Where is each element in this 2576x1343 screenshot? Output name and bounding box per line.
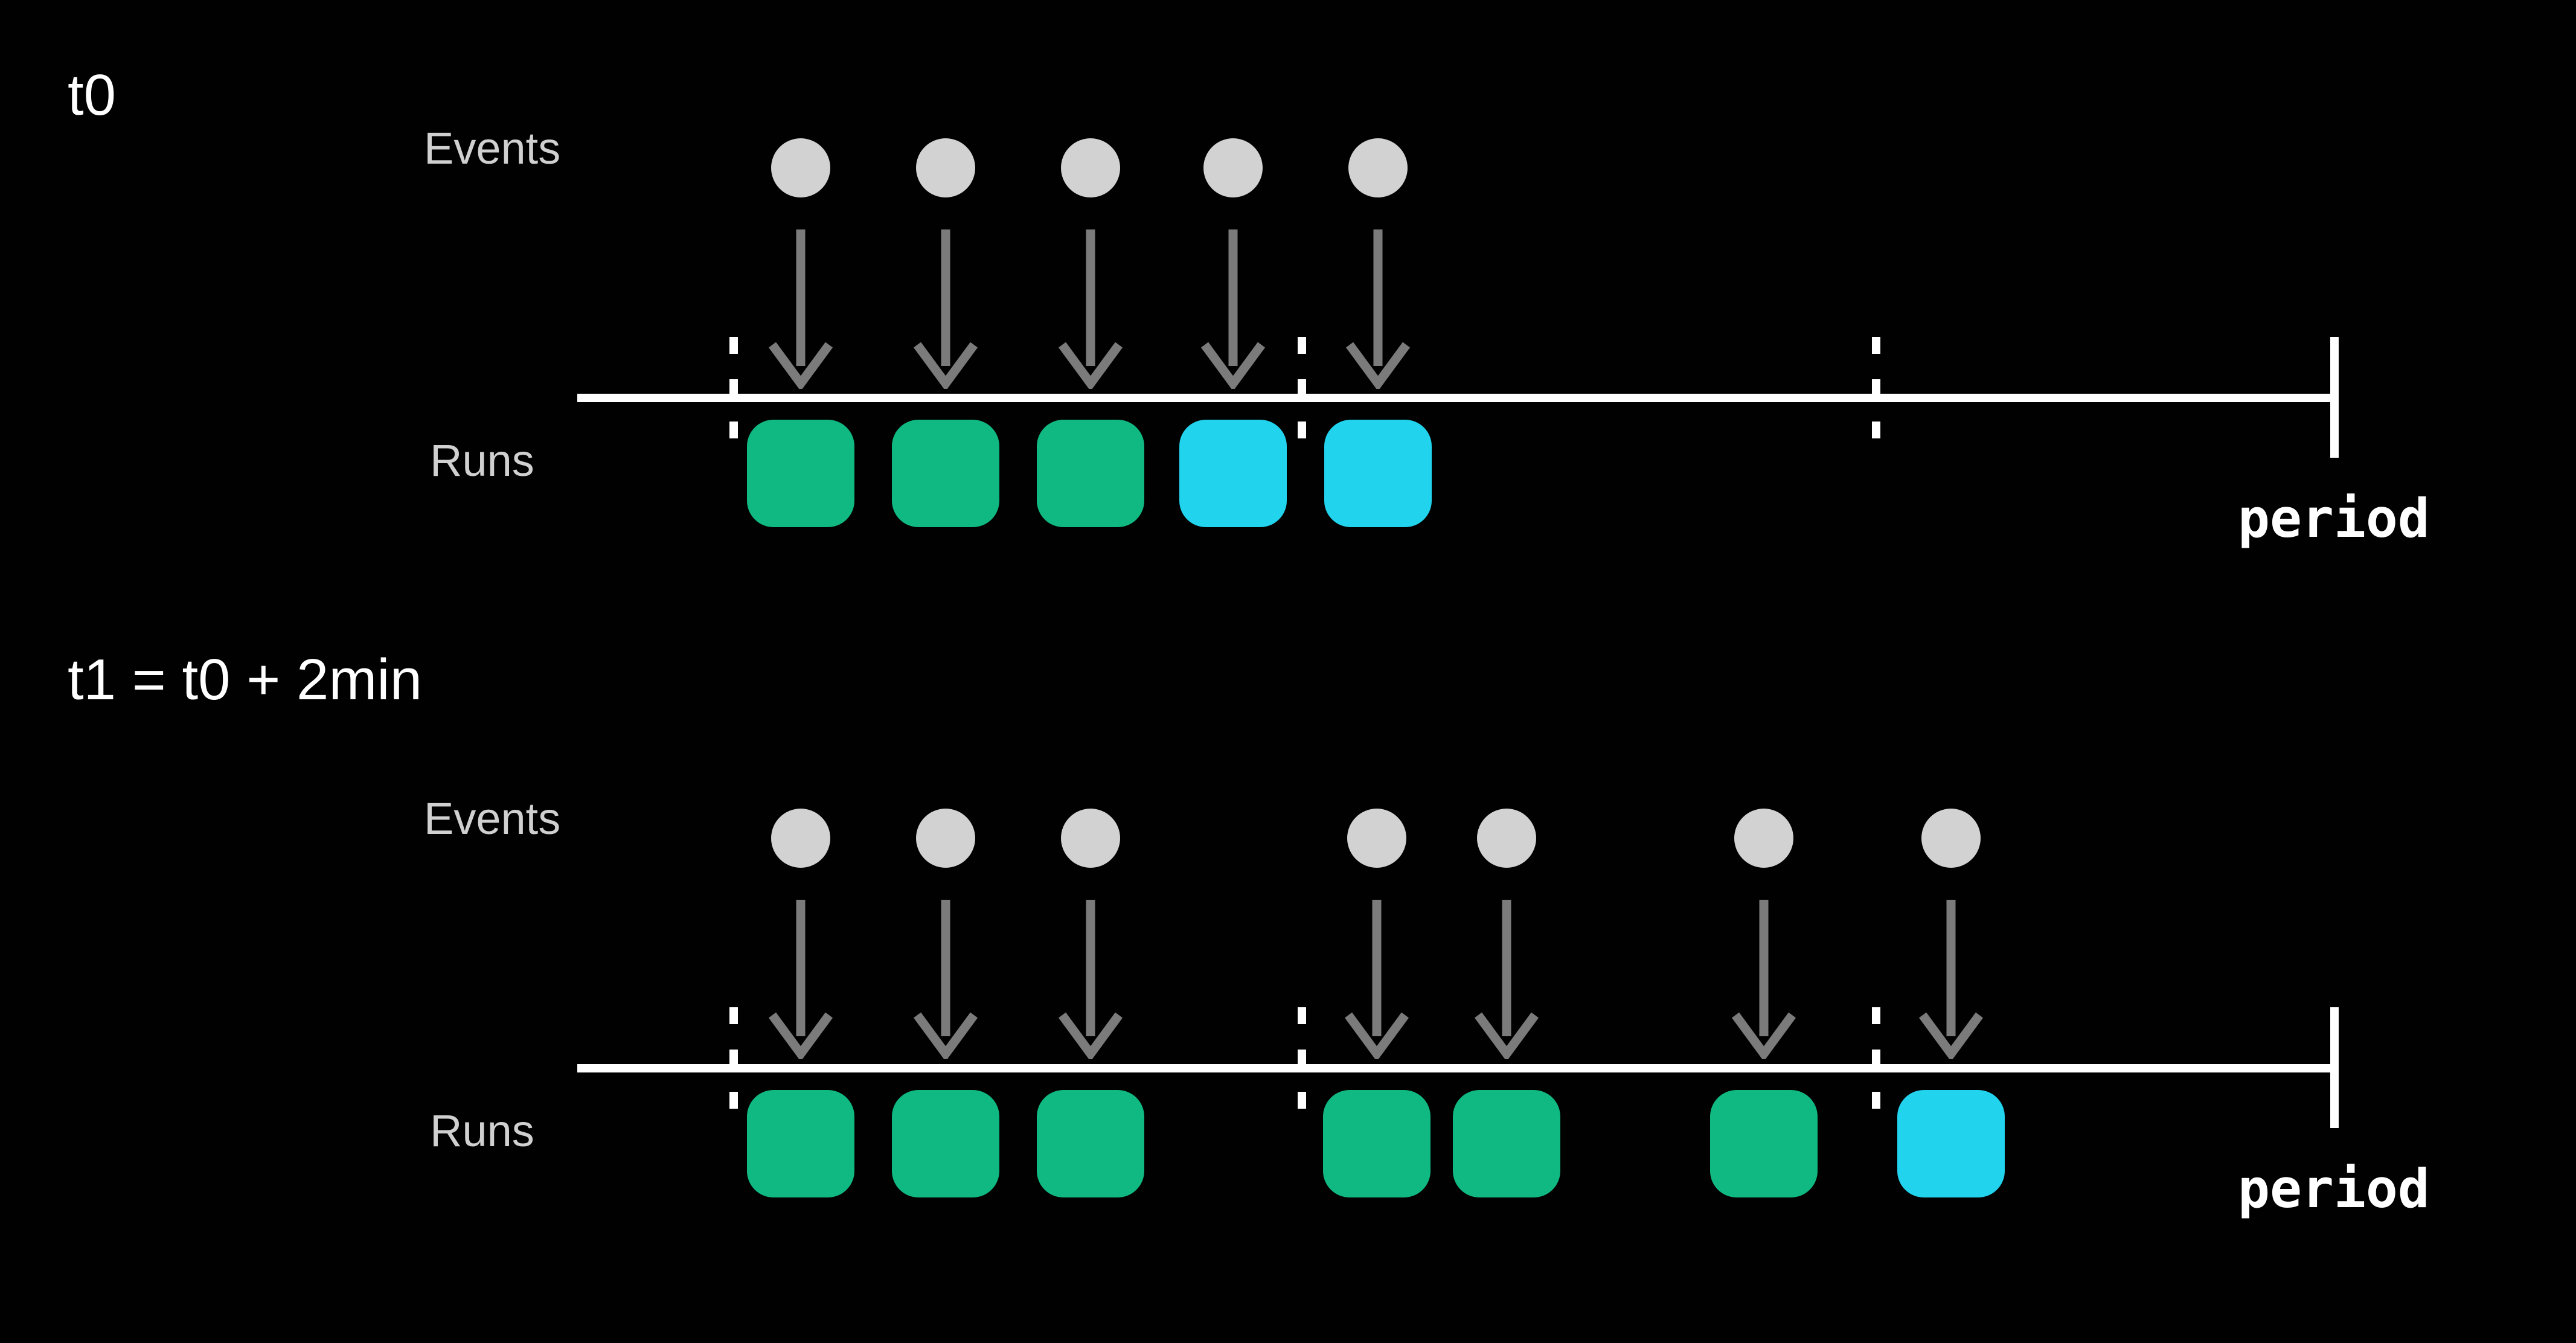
event-arrow-down-icon (767, 226, 835, 392)
event-arrow-down-icon (767, 896, 835, 1062)
run-box-completed (892, 420, 999, 527)
period-label: period (2238, 1158, 2430, 1220)
run-box-completed (747, 1090, 854, 1197)
event-dot (1347, 809, 1406, 868)
event-arrow-down-icon (912, 896, 979, 1062)
event-dot (1921, 809, 1981, 868)
runs-row-label: Runs (430, 1106, 534, 1156)
period-boundary-dashed-line (729, 337, 738, 458)
run-box-pending (1324, 420, 1432, 527)
period-label: period (2238, 487, 2430, 550)
timeline-axis (577, 394, 2334, 402)
event-dot (1734, 809, 1793, 868)
event-arrow-down-icon (912, 226, 979, 392)
event-dot (1477, 809, 1536, 868)
run-box-pending (1179, 420, 1287, 527)
section-title-t0: t0 (68, 63, 117, 127)
event-arrow-down-icon (1199, 226, 1267, 392)
period-boundary-dashed-line (1298, 337, 1306, 458)
events-row-label: Events (424, 793, 561, 844)
event-arrow-down-icon (1344, 226, 1412, 392)
event-dot (1061, 138, 1120, 197)
run-box-completed (892, 1090, 999, 1197)
event-arrow-down-icon (1057, 226, 1124, 392)
run-box-completed (1710, 1090, 1818, 1197)
event-dot (916, 138, 975, 197)
timeline-end-marker (2330, 337, 2339, 458)
event-arrow-down-icon (1343, 896, 1411, 1062)
period-boundary-dashed-line (1298, 1007, 1306, 1128)
runs-row-label: Runs (430, 435, 534, 486)
event-dot (771, 138, 830, 197)
event-dot (916, 809, 975, 868)
timeline-axis (577, 1064, 2334, 1072)
event-dot (1061, 809, 1120, 868)
event-dot (771, 809, 830, 868)
events-row-label: Events (424, 123, 561, 173)
period-boundary-dashed-line (1872, 1007, 1880, 1128)
run-box-completed (1453, 1090, 1560, 1197)
run-box-completed (1037, 420, 1144, 527)
event-arrow-down-icon (1917, 896, 1985, 1062)
event-dot (1203, 138, 1263, 197)
run-box-completed (1323, 1090, 1431, 1197)
event-arrow-down-icon (1057, 896, 1124, 1062)
event-arrow-down-icon (1730, 896, 1798, 1062)
run-box-pending (1897, 1090, 2005, 1197)
timeline-end-marker (2330, 1007, 2339, 1128)
section-title-t1: t1 = t0 + 2min (68, 647, 423, 712)
period-boundary-dashed-line (729, 1007, 738, 1128)
event-arrow-down-icon (1473, 896, 1540, 1062)
run-box-completed (1037, 1090, 1144, 1197)
period-boundary-dashed-line (1872, 337, 1880, 458)
event-dot (1348, 138, 1408, 197)
run-box-completed (747, 420, 854, 527)
